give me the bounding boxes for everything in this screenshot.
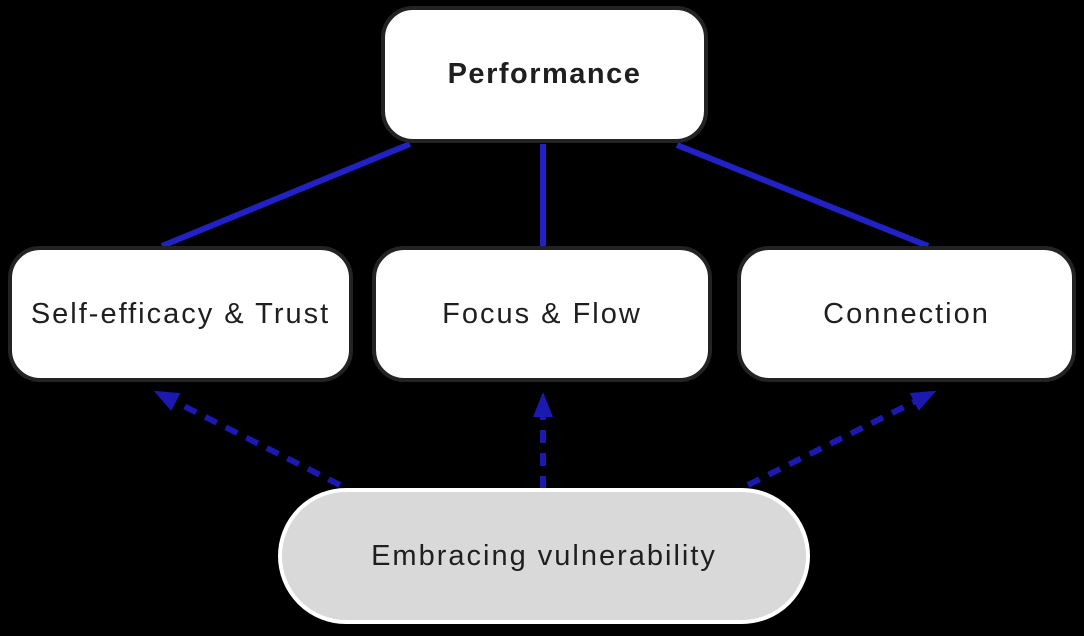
node-connection: Connection [737,246,1076,382]
node-connection-label: Connection [823,297,990,330]
node-focus-flow: Focus & Flow [372,246,712,382]
edge-vulnerability-to-selfefficacy [153,390,342,488]
node-embracing-vulnerability: Embracing vulnerability [278,488,810,624]
edge-connection-to-performance [675,142,930,249]
edge-selfefficacy-to-performance [160,141,412,249]
node-embracing-vulnerability-label: Embracing vulnerability [371,539,717,572]
node-self-efficacy-trust-label: Self-efficacy & Trust [30,297,331,330]
node-performance: Performance [381,6,708,143]
edge-vulnerability-to-connection [746,390,937,488]
node-self-efficacy-trust: Self-efficacy & Trust [8,246,353,382]
node-performance-label: Performance [447,58,642,90]
node-focus-flow-label: Focus & Flow [442,297,642,330]
